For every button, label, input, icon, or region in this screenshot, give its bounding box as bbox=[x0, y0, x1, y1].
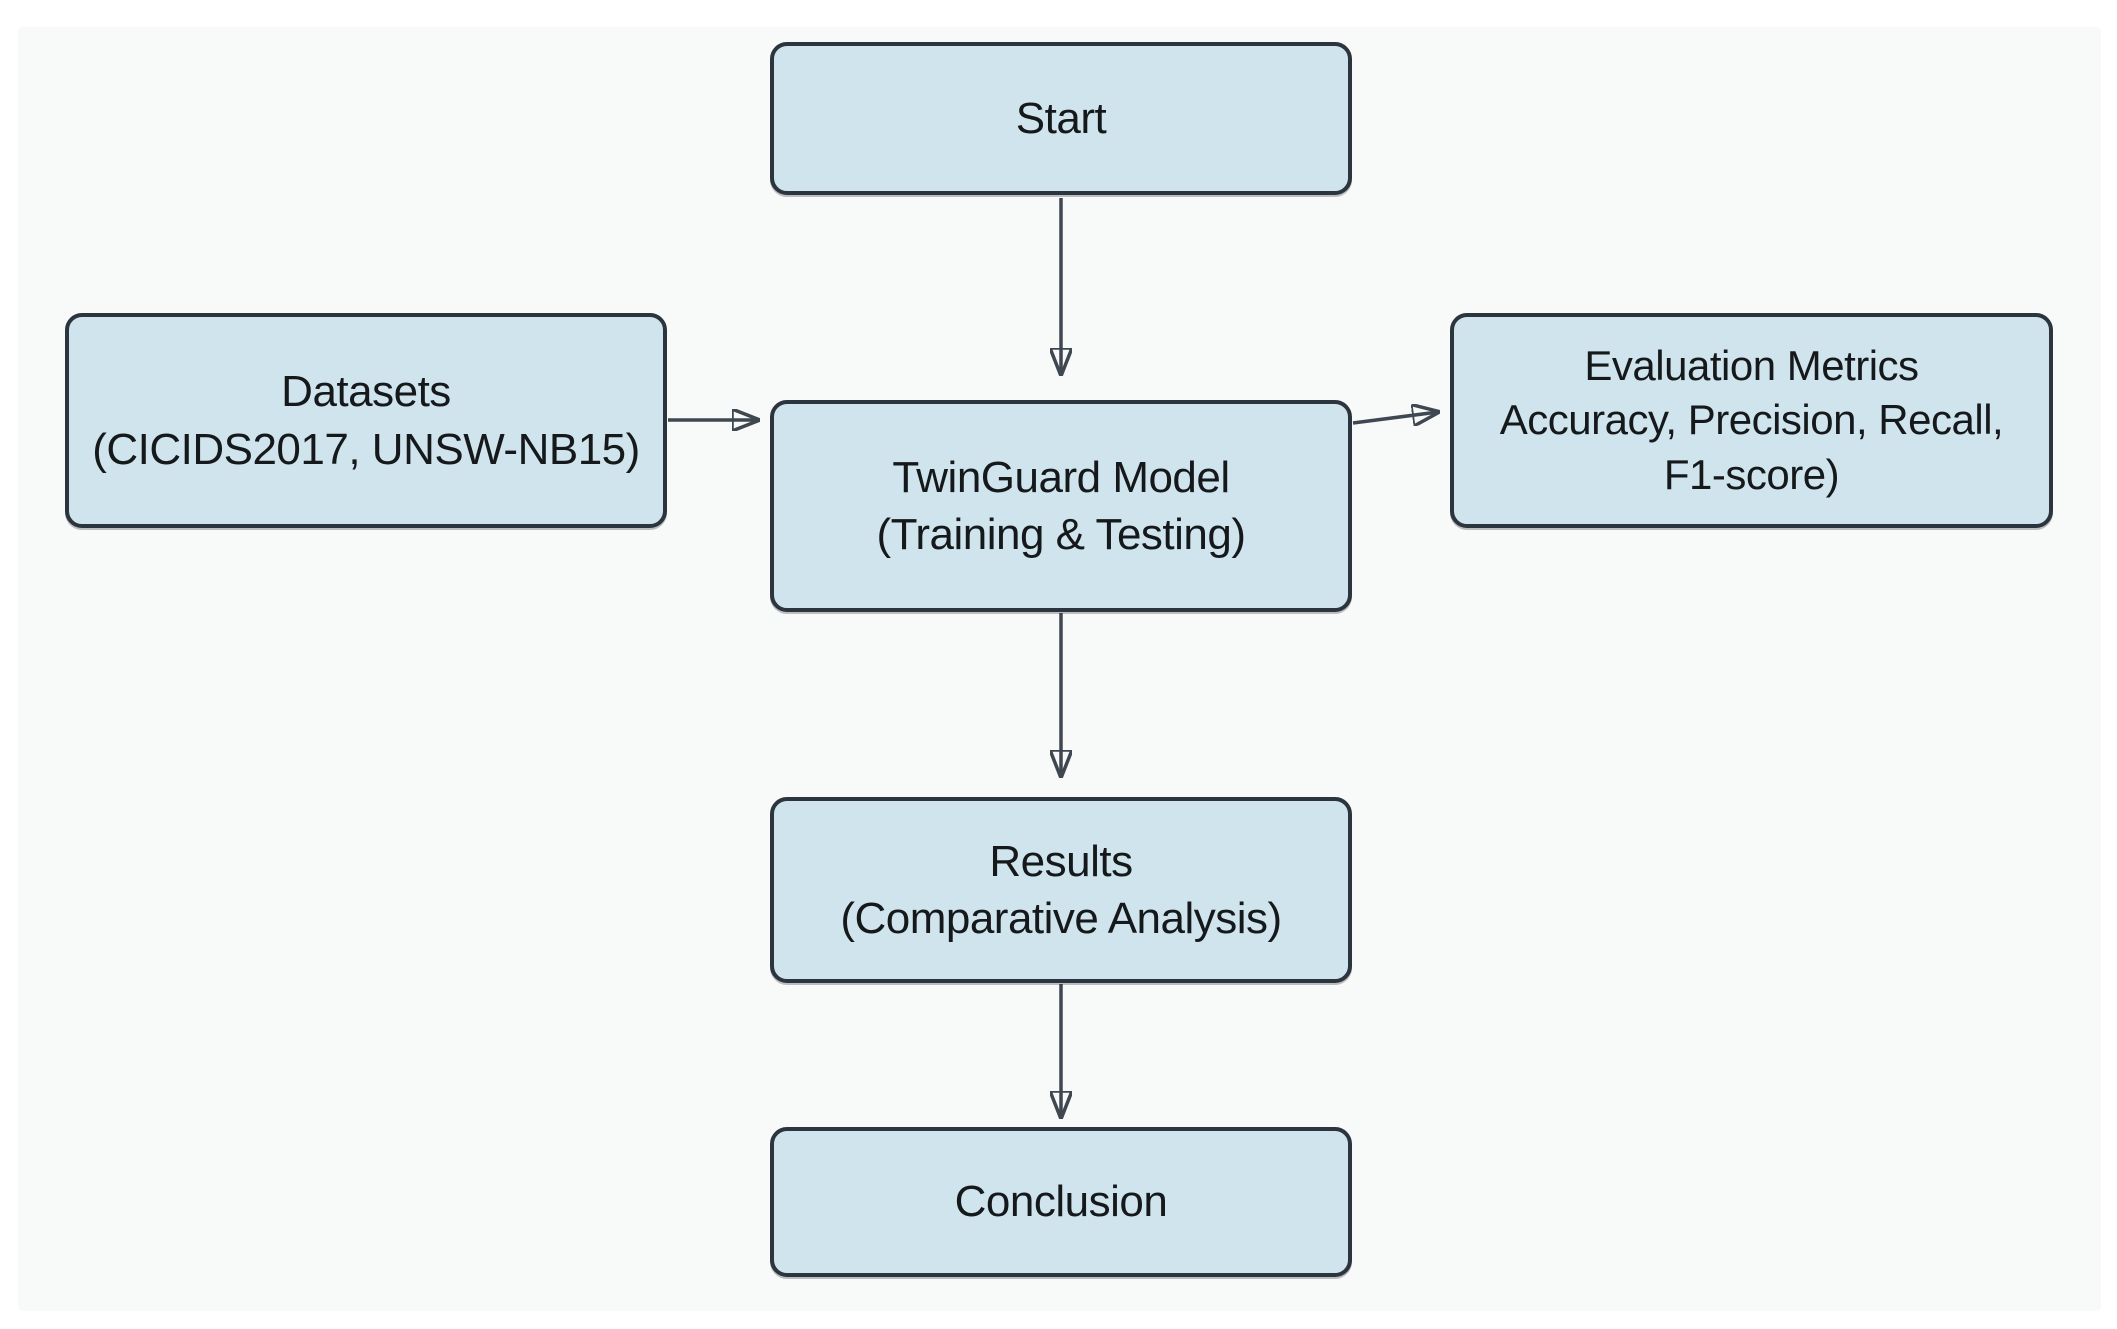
node-start-label: Start bbox=[1015, 93, 1107, 143]
node-conclusion: Conclusion bbox=[770, 1127, 1352, 1277]
node-results: Results (Comparative Analysis) bbox=[770, 797, 1352, 983]
node-datasets: Datasets (CICIDS2017, UNSW-NB15) bbox=[65, 313, 667, 528]
node-twinguard-model: TwinGuard Model (Training & Testing) bbox=[770, 400, 1352, 612]
node-evaluation-metrics: Evaluation Metrics Accuracy, Precision, … bbox=[1450, 313, 2053, 528]
node-conclusion-label: Conclusion bbox=[954, 1177, 1168, 1227]
node-results-title: Results bbox=[989, 836, 1133, 886]
node-twinguard-title: TwinGuard Model bbox=[892, 452, 1230, 502]
node-results-subtitle: (Comparative Analysis) bbox=[840, 894, 1282, 943]
node-datasets-subtitle: (CICIDS2017, UNSW-NB15) bbox=[92, 424, 640, 474]
diagram-background-panel bbox=[18, 27, 2101, 1311]
node-evaluation-title: Evaluation Metrics bbox=[1584, 341, 1919, 389]
node-evaluation-metrics-line2: F1-score) bbox=[1663, 450, 1840, 498]
node-twinguard-subtitle: (Training & Testing) bbox=[876, 510, 1246, 559]
node-datasets-title: Datasets bbox=[281, 367, 451, 417]
node-evaluation-metrics-line: Accuracy, Precision, Recall, bbox=[1499, 396, 2004, 444]
node-start: Start bbox=[770, 42, 1352, 195]
